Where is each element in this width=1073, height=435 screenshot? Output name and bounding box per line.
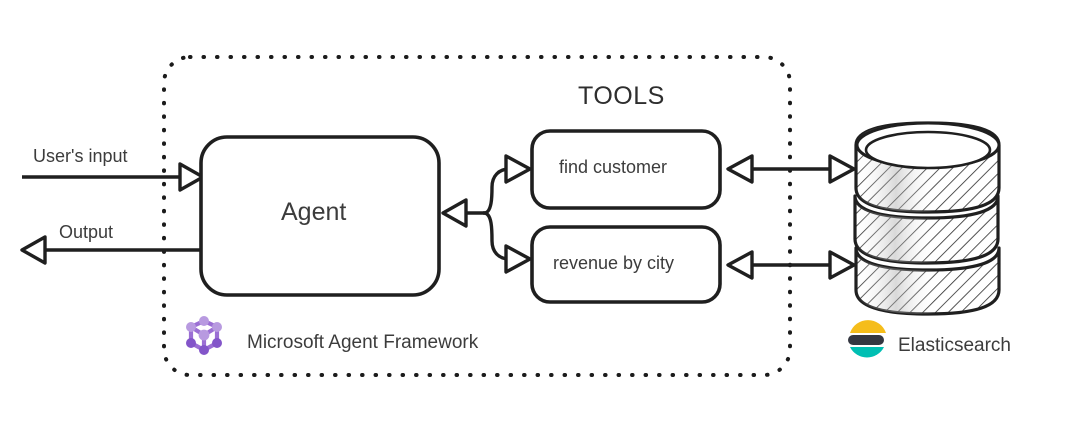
tool-label-find-customer: find customer — [559, 157, 668, 177]
agent-tools-connector — [461, 167, 511, 261]
users-input-arrow — [22, 162, 205, 192]
elasticsearch-label: Elasticsearch — [898, 335, 1011, 356]
tool-find-customer-arrowhead — [504, 154, 532, 184]
database-cylinder[interactable] — [853, 121, 1001, 316]
tool-revenue-by-city-arrowhead — [504, 244, 532, 274]
revenue-by-city-db-arrow — [726, 250, 856, 280]
elasticsearch-logo-icon — [848, 320, 886, 358]
output-label: Output — [59, 222, 114, 242]
microsoft-agent-framework-label: Microsoft Agent Framework — [247, 332, 479, 353]
agent-tools-arrowhead-left — [441, 198, 468, 228]
tool-node-find-customer[interactable] — [530, 129, 722, 210]
microsoft-agent-framework-icon — [186, 316, 222, 355]
output-arrow — [20, 235, 200, 265]
tools-section-title: TOOLS — [578, 82, 665, 110]
tool-label-revenue-by-city: revenue by city — [553, 253, 675, 273]
tool-node-revenue-by-city[interactable] — [530, 225, 722, 304]
users-input-label: User's input — [33, 146, 128, 166]
agent-node[interactable] — [199, 135, 441, 297]
agent-node-label: Agent — [281, 198, 347, 226]
find-customer-db-arrow — [726, 154, 856, 184]
